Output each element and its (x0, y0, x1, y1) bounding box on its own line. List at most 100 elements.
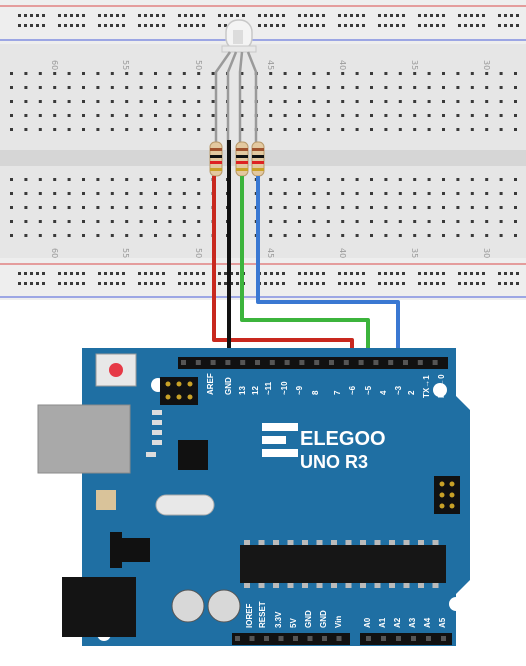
breadboard-hole (356, 282, 359, 285)
breadboard-hole (402, 24, 405, 27)
breadboard-hole (139, 114, 143, 117)
breadboard-hole (442, 128, 445, 131)
breadboard-hole (298, 100, 301, 103)
breadboard-hole (182, 86, 186, 89)
breadboard-hole (240, 86, 244, 89)
breadboard-hole (413, 192, 417, 195)
breadboard-hole (196, 14, 199, 17)
pin-label: 12 (251, 386, 260, 395)
breadboard-hole (341, 128, 345, 131)
breadboard-hole (144, 272, 147, 275)
breadboard-hole (218, 14, 221, 17)
breadboard-hole (211, 128, 215, 131)
breadboard-hole (96, 72, 100, 75)
pin-label: GND (319, 610, 328, 628)
header-pin (417, 360, 423, 365)
breadboard-hole (436, 14, 439, 17)
breadboard-hole (24, 100, 28, 103)
breadboard-hole (122, 282, 125, 285)
breadboard-hole (182, 206, 186, 209)
breadboard-hole (356, 272, 359, 275)
breadboard-hole (82, 192, 85, 195)
breadboard-hole (514, 234, 517, 237)
breadboard-hole (378, 14, 381, 17)
breadboard-hole (70, 14, 73, 17)
breadboard-hole (182, 220, 186, 223)
breadboard-hole (464, 24, 467, 27)
header-pin (411, 636, 416, 641)
breadboard-hole (470, 234, 474, 237)
breadboard-hole (390, 282, 393, 285)
breadboard-hole (341, 234, 345, 237)
resistor (251, 141, 265, 177)
breadboard-hole (154, 128, 157, 131)
breadboard-hole (370, 114, 373, 117)
breadboard-hole (398, 178, 402, 181)
breadboard-hole (211, 72, 215, 75)
breadboard-hole (322, 24, 325, 27)
breadboard-hole (304, 24, 307, 27)
breadboard-hole (470, 114, 474, 117)
breadboard-hole (230, 272, 233, 275)
breadboard-hole (499, 220, 503, 223)
breadboard-hole (322, 282, 325, 285)
breadboard-hole (178, 282, 181, 285)
brand-name: ELEGOO (300, 428, 386, 450)
breadboard-hole (218, 272, 221, 275)
breadboard-hole (182, 192, 186, 195)
breadboard-hole (24, 178, 28, 181)
breadboard-hole (184, 272, 187, 275)
pin-label: 5V (289, 618, 298, 628)
column-number: 60 (50, 60, 59, 70)
breadboard-hole (182, 100, 186, 103)
breadboard-hole (283, 100, 287, 103)
breadboard-hole (398, 100, 402, 103)
breadboard-hole (316, 14, 319, 17)
breadboard-hole (424, 282, 427, 285)
pin-label: A0 (363, 617, 372, 628)
column-number: 60 (50, 248, 59, 258)
pin-label: 3.3V (274, 611, 283, 628)
breadboard-hole (344, 272, 347, 275)
header-pin (249, 636, 255, 641)
arduino-board: AREF GND 13 12 ~11 ~10 ~9 8 7 ~6 ~5 4 ~3… (37, 348, 470, 646)
breadboard-hole (110, 234, 114, 237)
breadboard-hole (202, 14, 205, 17)
breadboard-hole (162, 14, 165, 17)
breadboard-hole (82, 178, 85, 181)
breadboard-hole (184, 282, 187, 285)
breadboard-hole (398, 234, 402, 237)
breadboard-hole (413, 128, 417, 131)
breadboard-hole (240, 72, 244, 75)
pin-label: GND (304, 610, 313, 628)
breadboard-hole (413, 72, 417, 75)
breadboard-hole (442, 72, 445, 75)
breadboard-hole (154, 100, 157, 103)
column-number: 50 (194, 248, 203, 258)
pin-label: 7 (333, 390, 342, 395)
breadboard-hole (485, 128, 489, 131)
breadboard-hole (485, 192, 489, 195)
breadboard-hole (384, 282, 387, 285)
breadboard-hole (304, 272, 307, 275)
breadboard-hole (430, 24, 433, 27)
breadboard-hole (197, 192, 201, 195)
breadboard-hole (326, 234, 330, 237)
chip-pin (345, 540, 352, 545)
breadboard-hole (82, 100, 85, 103)
breadboard-hole (413, 234, 417, 237)
breadboard-hole (53, 220, 57, 223)
breadboard-hole (298, 192, 301, 195)
breadboard-hole (370, 100, 373, 103)
breadboard-hole (30, 282, 33, 285)
pin-label: RX←0 (437, 374, 446, 398)
breadboard-hole (18, 272, 21, 275)
breadboard-hole (341, 86, 345, 89)
breadboard-hole (67, 192, 71, 195)
breadboard-hole (67, 206, 71, 209)
breadboard-hole (110, 100, 114, 103)
header-pin (403, 360, 408, 365)
pin-label: 8 (311, 390, 320, 395)
breadboard-hole (456, 178, 460, 181)
breadboard-hole (53, 206, 57, 209)
